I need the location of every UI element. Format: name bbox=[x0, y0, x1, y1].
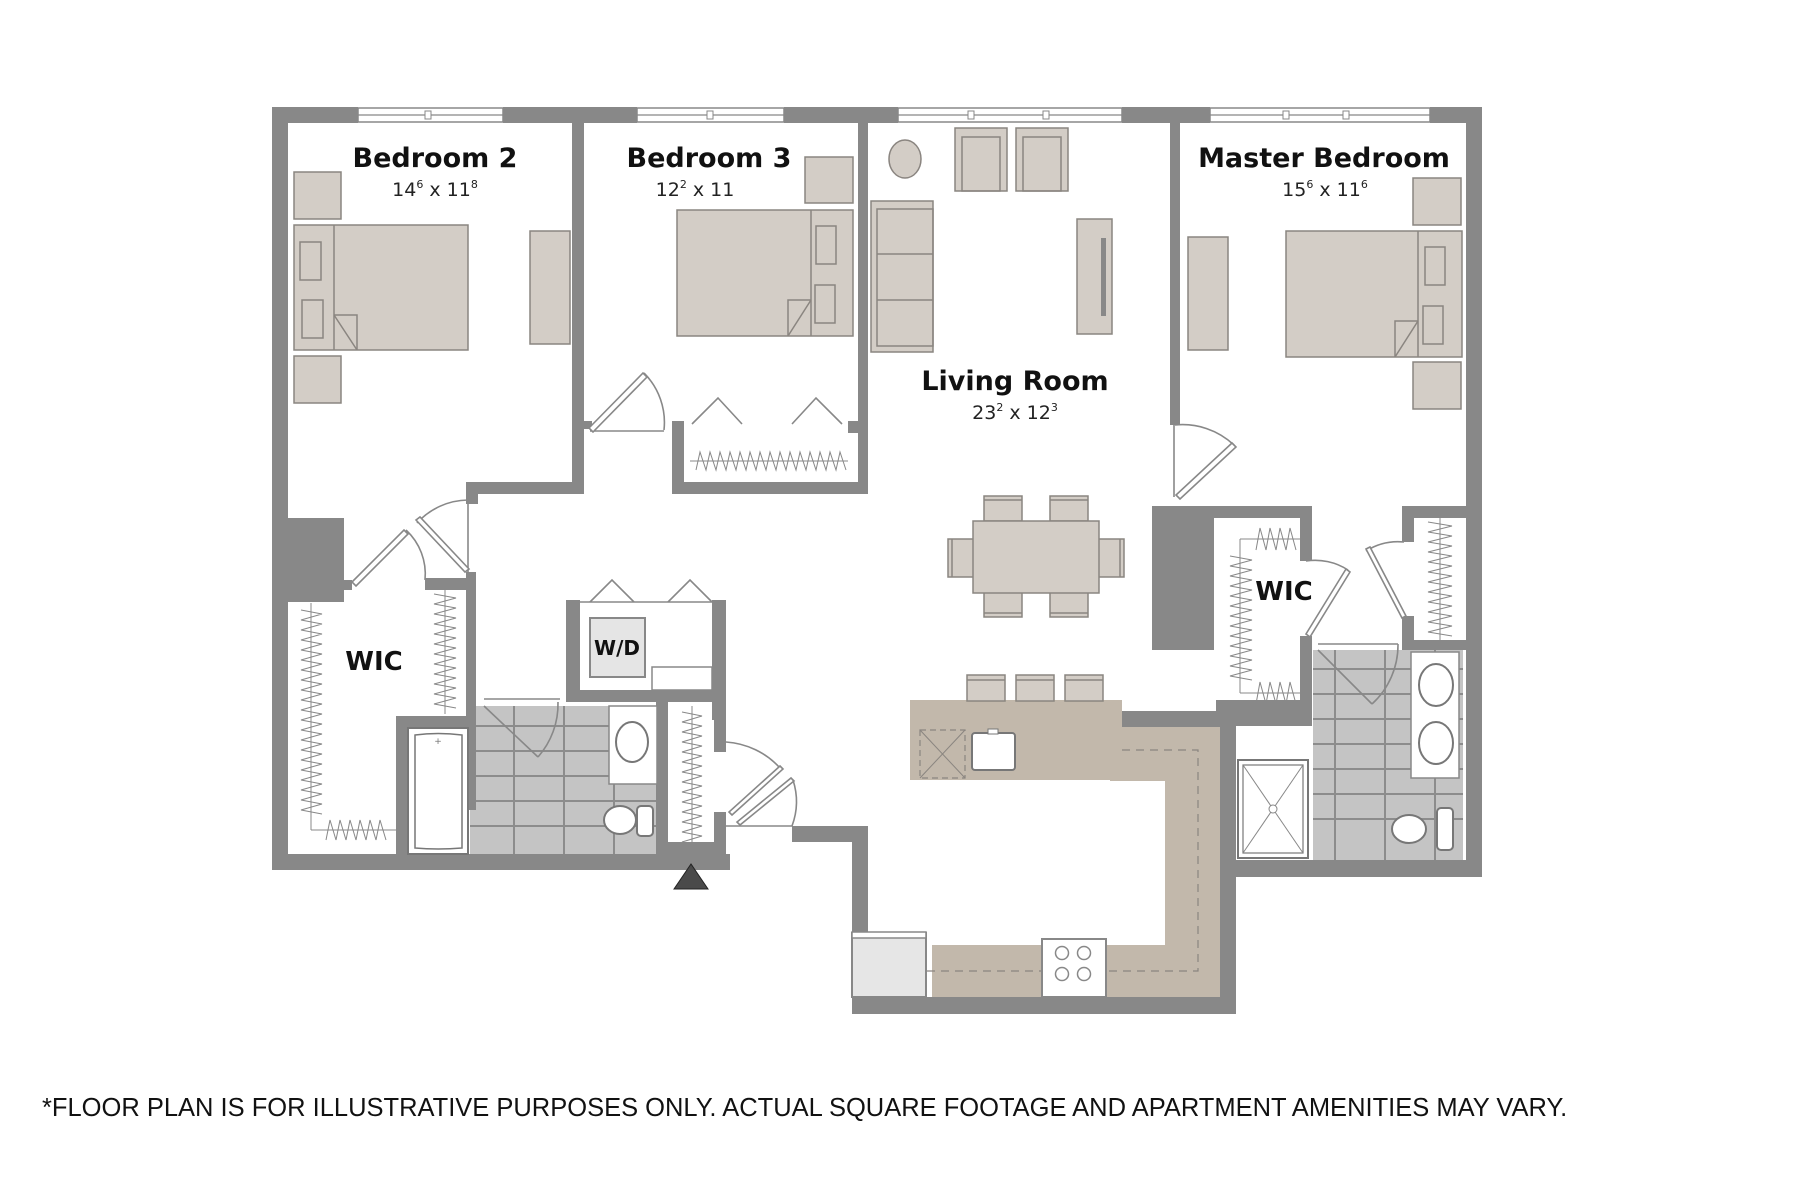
nightstand bbox=[293, 171, 342, 220]
room-name-bedroom-3: Bedroom 3 bbox=[627, 143, 792, 174]
sofa bbox=[870, 200, 934, 353]
master-bath-fixtures bbox=[1237, 651, 1460, 859]
svg-text:+: + bbox=[434, 737, 442, 747]
bath-2-fixtures: + bbox=[407, 705, 658, 855]
hangers-hall-closet bbox=[681, 706, 703, 850]
window-living-room bbox=[897, 107, 1123, 123]
room-name-bedroom-2: Bedroom 2 bbox=[353, 143, 518, 174]
room-dim-bedroom-3: 122 x 11 bbox=[656, 178, 735, 201]
hangers-bedroom-2-wic-bottom bbox=[311, 819, 396, 841]
room-dim-bedroom-2: 146 x 118 bbox=[392, 178, 478, 201]
window-bedroom-2 bbox=[357, 107, 504, 123]
range bbox=[1041, 938, 1107, 998]
window-master-bedroom bbox=[1209, 107, 1431, 123]
door-bedroom-2-wic bbox=[350, 528, 427, 588]
windows bbox=[357, 107, 1431, 123]
disclaimer-text: *FLOOR PLAN IS FOR ILLUSTRATIVE PURPOSES… bbox=[42, 1094, 1568, 1122]
master-bedroom-furniture bbox=[1187, 177, 1463, 410]
dresser bbox=[1187, 236, 1229, 351]
kitchen-sink bbox=[971, 732, 1016, 771]
kitchen-fixtures bbox=[851, 728, 1107, 998]
bedroom-2-furniture bbox=[293, 171, 571, 404]
hangers-master-closet bbox=[1427, 518, 1453, 640]
closet-hangers bbox=[300, 450, 1453, 850]
wic-label-bedroom-2: WIC bbox=[345, 647, 402, 677]
room-labels: Bedroom 2 146 x 118 Bedroom 3 122 x 11 L… bbox=[345, 143, 1450, 677]
door-bedroom-2 bbox=[414, 499, 471, 574]
sink bbox=[615, 721, 649, 763]
door-bedroom-3-closet bbox=[691, 396, 843, 425]
tv-console bbox=[1076, 218, 1113, 335]
sink bbox=[1418, 721, 1454, 765]
bed bbox=[293, 224, 469, 351]
dresser bbox=[529, 230, 571, 345]
armchair bbox=[1015, 127, 1069, 192]
door-master-wic bbox=[1304, 559, 1352, 639]
window-bedroom-3 bbox=[636, 107, 785, 123]
nightstand bbox=[293, 355, 342, 404]
bed bbox=[1285, 230, 1463, 358]
walls bbox=[272, 107, 1482, 1014]
bedroom-3-furniture bbox=[676, 156, 854, 337]
refrigerator bbox=[851, 932, 927, 998]
hangers-master-wic bbox=[1229, 527, 1300, 705]
nightstand bbox=[804, 156, 854, 204]
door-master-closet bbox=[1364, 540, 1408, 620]
doors bbox=[350, 371, 1408, 827]
door-bedroom-3 bbox=[587, 371, 666, 434]
entry-arrow-icon bbox=[673, 863, 709, 890]
dishwasher bbox=[919, 729, 966, 779]
furniture: + bbox=[293, 127, 1463, 998]
sink bbox=[1418, 663, 1454, 707]
toilet bbox=[1391, 814, 1427, 844]
room-dim-master-bedroom: 156 x 116 bbox=[1282, 178, 1368, 201]
door-master-bedroom bbox=[1173, 423, 1238, 501]
living-room-furniture bbox=[870, 127, 1125, 702]
side-table bbox=[888, 139, 922, 179]
wd-label: W/D bbox=[594, 636, 640, 660]
toilet bbox=[603, 805, 637, 835]
bar-stools bbox=[966, 674, 1104, 702]
door-laundry bbox=[580, 578, 713, 603]
dining-table bbox=[972, 520, 1100, 594]
hangers-bedroom-2-wic-right bbox=[433, 590, 457, 714]
bed bbox=[676, 209, 854, 337]
nightstand bbox=[1412, 177, 1462, 226]
hangers-bedroom-2-wic-left bbox=[300, 603, 323, 830]
armchair bbox=[954, 127, 1008, 192]
room-name-master-bedroom: Master Bedroom bbox=[1198, 143, 1450, 174]
room-dim-living-room: 232 x 123 bbox=[972, 401, 1058, 424]
hangers-bedroom-3-closet bbox=[690, 450, 848, 472]
washer-dryer bbox=[589, 617, 646, 678]
door-master-bath bbox=[1317, 643, 1399, 705]
dining-table-set bbox=[947, 495, 1125, 618]
wic-label-master: WIC bbox=[1255, 577, 1312, 607]
door-bath-2 bbox=[483, 698, 560, 758]
nightstand bbox=[1412, 361, 1462, 410]
room-name-living-room: Living Room bbox=[921, 366, 1108, 397]
laundry bbox=[589, 617, 713, 691]
door-entry bbox=[725, 741, 798, 827]
